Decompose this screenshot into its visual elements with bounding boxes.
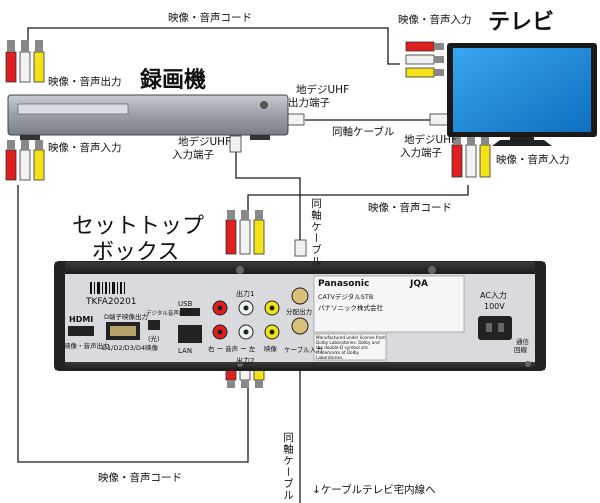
stb-title-line1: セットトップ bbox=[72, 214, 205, 239]
coax-plug-rec-out bbox=[285, 113, 305, 126]
stb-title-line2: ボックス bbox=[92, 240, 180, 265]
tv-title: テレビ bbox=[488, 10, 555, 35]
stb-device bbox=[54, 261, 546, 371]
stb-cable-in: ケーブル入力 bbox=[284, 346, 323, 354]
label-uhf-in-rec-1: 地デジUHF bbox=[178, 136, 232, 148]
label-av-cord-mid: 映像・音声コード bbox=[368, 202, 452, 214]
rca-plugs-tv-in bbox=[405, 41, 444, 78]
lan-port bbox=[178, 325, 202, 343]
rca-plugs-tv-in-2 bbox=[451, 135, 491, 178]
dist-out-connector bbox=[291, 287, 309, 305]
ac-inlet bbox=[478, 316, 512, 340]
stb-dist-out: 分配出力 bbox=[286, 308, 312, 316]
stb-video: 映像 bbox=[264, 345, 277, 353]
label-cable-line: ↓ケーブルテレビ宅内線へ bbox=[312, 484, 436, 496]
stb-mfg-note: Manufactured under license from Dolby La… bbox=[316, 335, 386, 360]
stb-right-left: 右 ー 音声 ー 左 bbox=[208, 345, 256, 353]
label-uhf-in-tv-1: 地デジUHF bbox=[404, 134, 458, 146]
stb-comm2: 回線 bbox=[514, 346, 527, 354]
stb-ac-label: AC入力 bbox=[480, 291, 507, 300]
label-uhf-out-2: 出力端子 bbox=[288, 97, 330, 109]
label-coax-vertical-1: 同軸ケーブル bbox=[310, 198, 322, 267]
label-av-in-tv-bottom: 映像・音声入力 bbox=[496, 154, 570, 166]
label-av-in-tv: 映像・音声入力 bbox=[398, 14, 472, 26]
coax-plug-tv-in bbox=[429, 113, 449, 126]
stb-optical: (光) bbox=[148, 335, 160, 343]
stb-jqa: JQA bbox=[410, 279, 428, 289]
cable-in-connector bbox=[291, 317, 309, 335]
stb-maker: パナソニック株式会社 bbox=[318, 304, 383, 312]
stb-model: TKFA20201 bbox=[86, 297, 137, 307]
stb-out2-jacks bbox=[212, 324, 280, 340]
stb-out1: 出力1 bbox=[236, 290, 255, 298]
label-coax-mid: 同軸ケーブル bbox=[332, 126, 395, 138]
stb-lan: LAN bbox=[178, 347, 193, 355]
label-av-cord-bottom: 映像・音声コード bbox=[98, 472, 182, 484]
av-cord-bottom bbox=[17, 185, 249, 463]
label-av-in-rec: 映像・音声入力 bbox=[48, 142, 122, 154]
stb-out2: 出力2 bbox=[236, 357, 255, 365]
cables bbox=[17, 27, 469, 503]
stb-comm: 通信 bbox=[516, 338, 529, 346]
recorder-title: 録画機 bbox=[140, 68, 207, 93]
label-uhf-in-rec-2: 入力端子 bbox=[172, 149, 214, 161]
label-uhf-in-tv-2: 入力端子 bbox=[400, 147, 442, 159]
av-cord-top bbox=[27, 27, 400, 65]
stb-usb: USB bbox=[178, 300, 193, 308]
stb-out1-jacks bbox=[212, 300, 280, 316]
coax-plug-stb-dist bbox=[294, 239, 307, 257]
stb-digital-audio: デジタル音声出力 bbox=[146, 311, 190, 317]
rca-plugs-recorder-in bbox=[5, 140, 45, 181]
usb-port bbox=[180, 308, 200, 316]
tv-device bbox=[447, 43, 597, 146]
hdmi-port bbox=[68, 326, 94, 336]
av-cord-mid bbox=[247, 185, 469, 210]
label-av-cord-top: 映像・音声コード bbox=[168, 12, 252, 24]
stb-d-out: D端子映像出力 bbox=[104, 313, 149, 321]
rca-plugs-recorder-out bbox=[5, 40, 45, 83]
stb-ac-volt: 100V bbox=[484, 302, 505, 311]
stb-type: CATVデジタルSTB bbox=[318, 293, 374, 301]
label-coax-vertical-2: 同軸ケーブル bbox=[282, 432, 294, 501]
label-av-out-rec: 映像・音声出力 bbox=[48, 76, 122, 88]
stb-hdmi-label: HDMI bbox=[69, 315, 94, 324]
label-uhf-out-1: 地デジUHF bbox=[296, 84, 350, 96]
rca-plugs-stb-out1 bbox=[225, 210, 265, 255]
recorder-device bbox=[7, 94, 289, 140]
stb-d-sub: D1/D2/D3/D4映像 bbox=[102, 344, 159, 352]
stb-brand: Panasonic bbox=[318, 279, 370, 289]
stb-hdmi-sub: 映像・音声出力 bbox=[64, 342, 110, 350]
coax-plug-rec-in bbox=[229, 135, 242, 153]
coax-rec-in bbox=[235, 148, 301, 240]
optical-port bbox=[148, 320, 160, 330]
